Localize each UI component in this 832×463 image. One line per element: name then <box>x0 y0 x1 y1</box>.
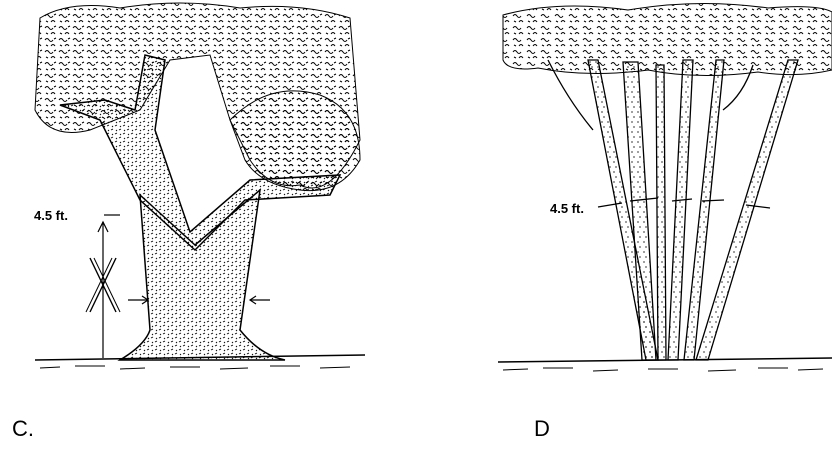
tree-stems <box>548 60 798 360</box>
canopy <box>503 3 832 75</box>
height-label: 4.5 ft. <box>34 208 68 223</box>
panel-d-multistem-tree: 4.5 ft. <box>498 0 832 380</box>
ground-line <box>35 355 365 369</box>
canopy <box>35 3 360 191</box>
height-label: 4.5 ft. <box>550 201 584 216</box>
caption-c: C. <box>12 416 34 442</box>
caption-d: D <box>534 416 550 442</box>
panel-c-forked-tree: 4.5 ft. <box>30 0 370 380</box>
forked-tree-illustration: 4.5 ft. <box>30 0 370 380</box>
multistem-tree-illustration: 4.5 ft. <box>498 0 832 380</box>
ground-line <box>498 358 832 371</box>
